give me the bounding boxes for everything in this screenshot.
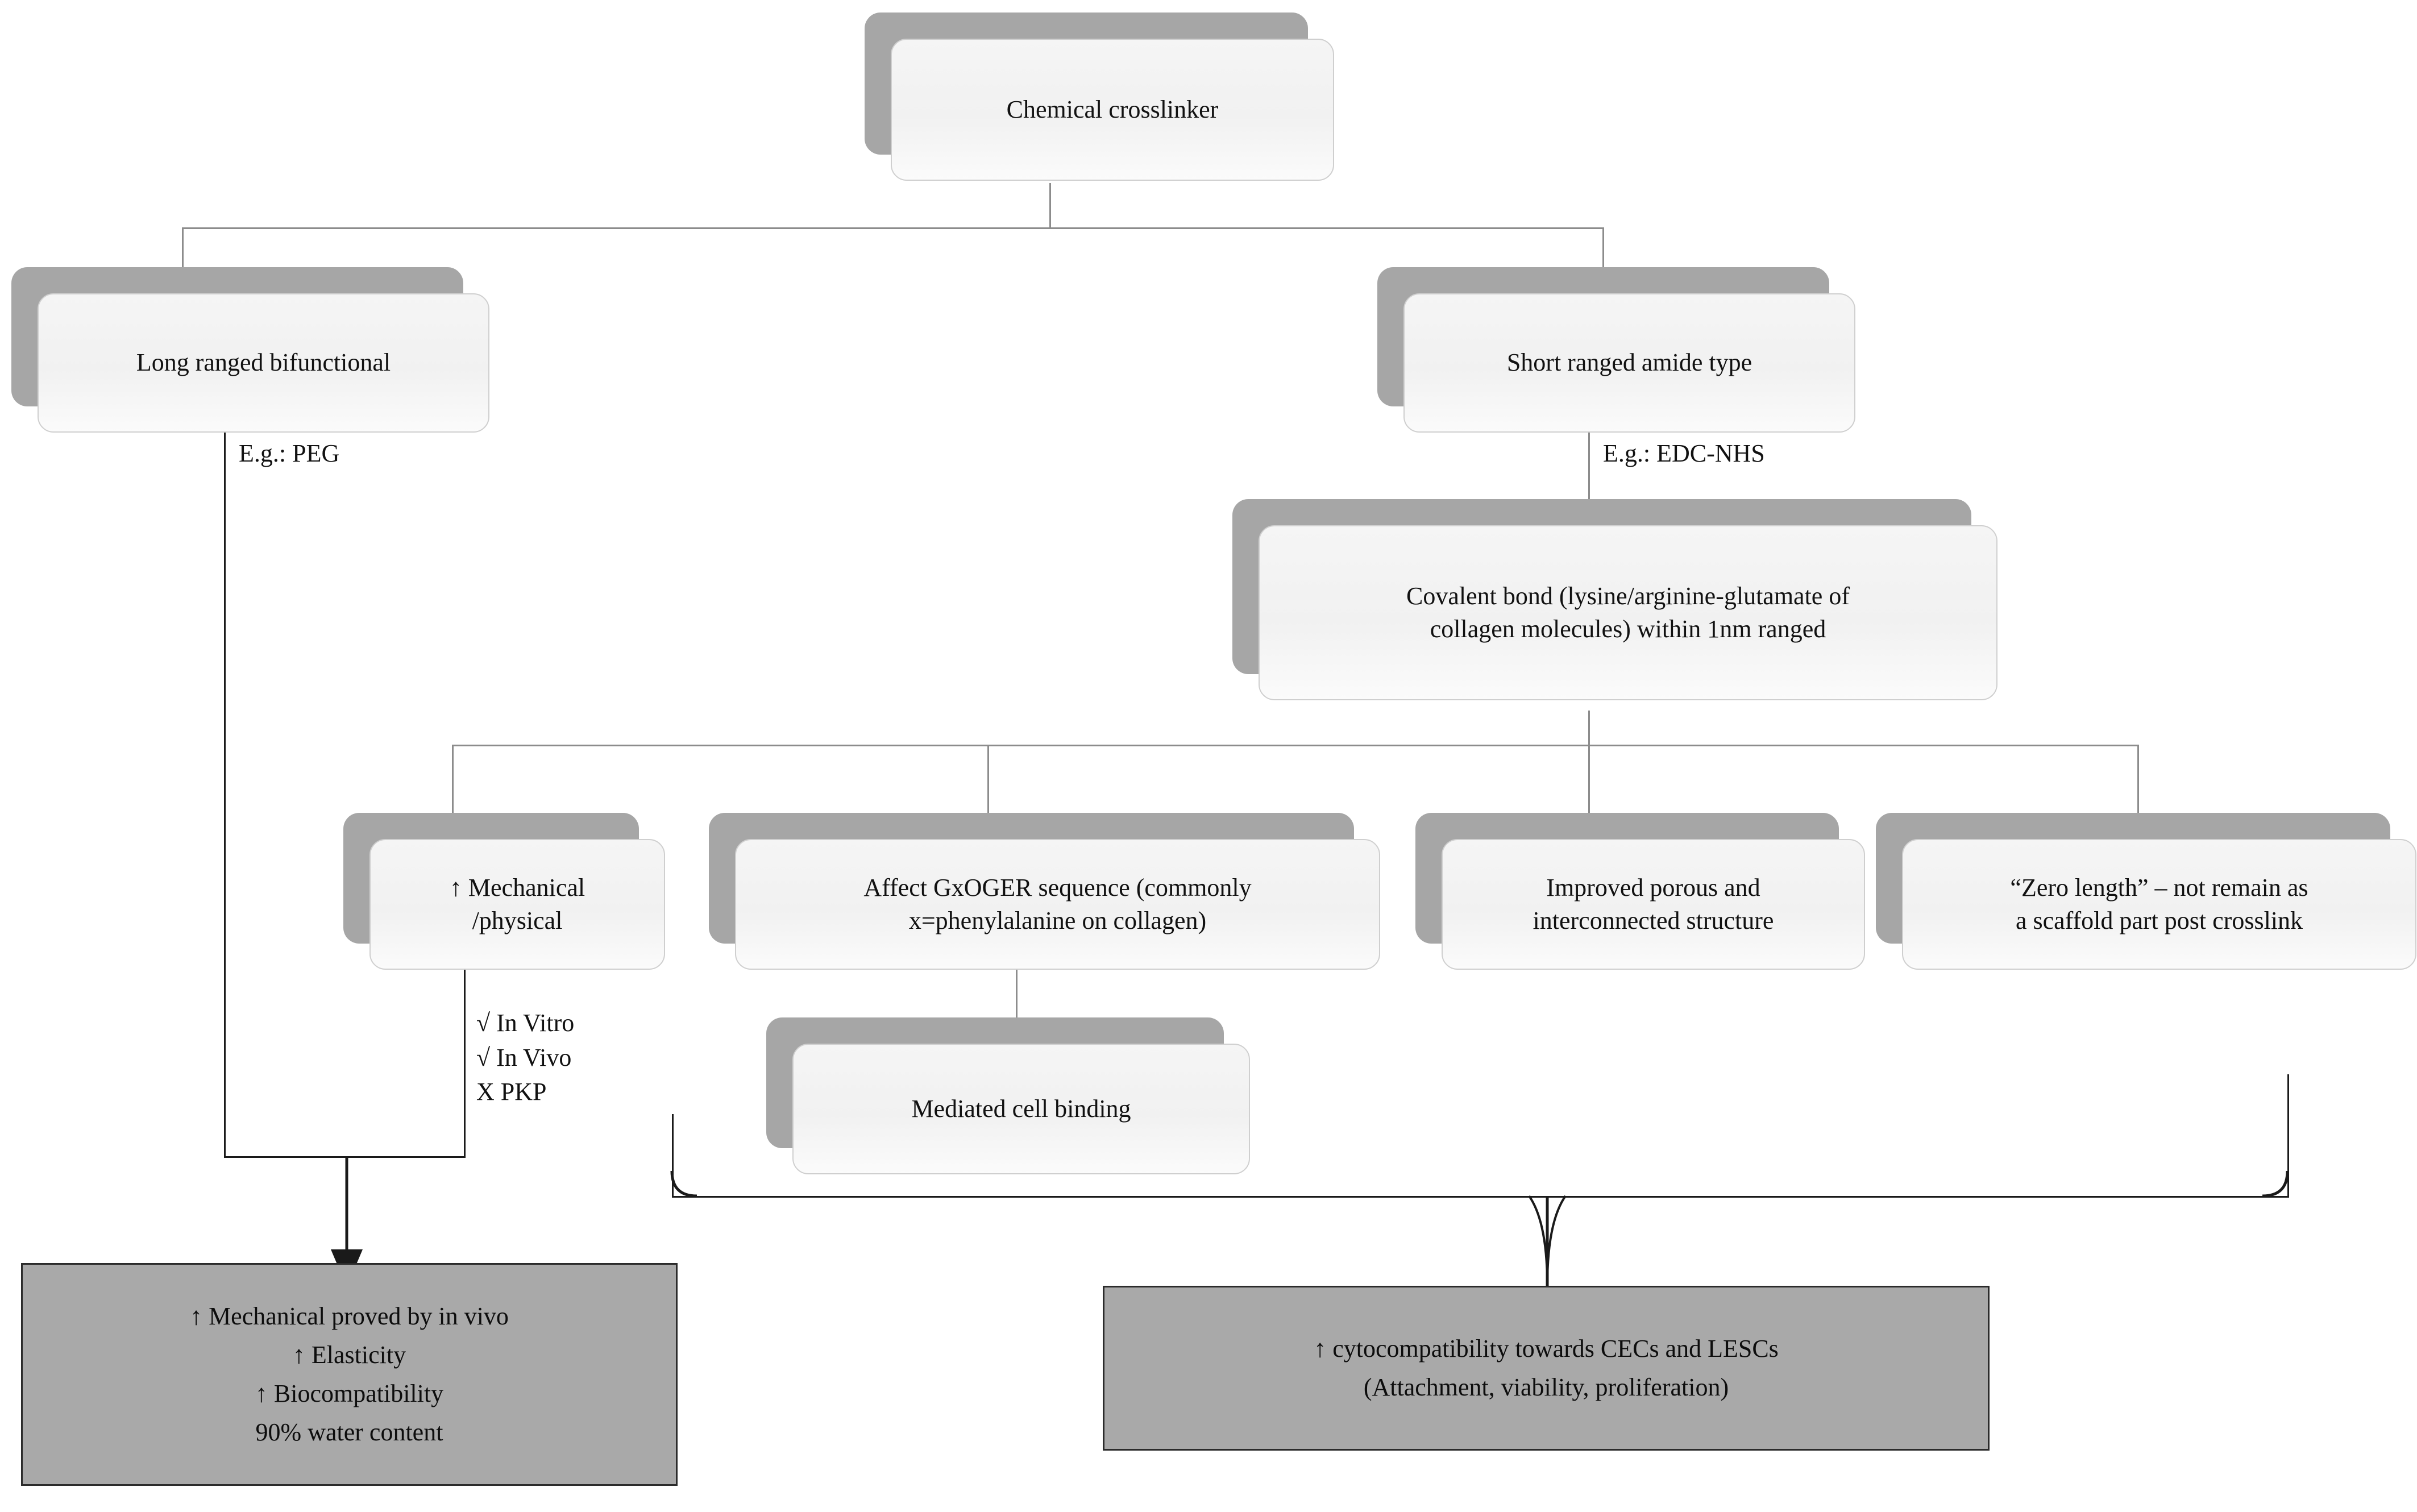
node-covalent-bond[interactable]: Covalent bond (lysine/arginine-glutamate… xyxy=(1232,499,1997,700)
connector-level1-bus xyxy=(182,227,1604,229)
outcome-label: ↑ cytocompatibility towards CECs and LES… xyxy=(1314,1334,1779,1401)
connector-to-gxoger xyxy=(987,745,989,813)
outcome-label: ↑ Mechanical proved by in vivo ↑ Elastic… xyxy=(190,1302,509,1447)
node-label: Mediated cell binding xyxy=(911,1094,1131,1123)
evidence-list: √ In Vitro √ In Vivo X PKP xyxy=(476,1009,575,1106)
node-face xyxy=(1403,293,1855,433)
node-mechanical-physical[interactable]: ↑ Mechanical /physical xyxy=(343,813,665,970)
connector-to-zerolength xyxy=(2137,745,2139,813)
connector-right-merge-bus xyxy=(672,1196,2289,1198)
node-label: Chemical crosslinker xyxy=(1006,95,1219,123)
node-label: “Zero length” – not remain as a scaffold… xyxy=(2010,873,2308,934)
node-label: ↑ Mechanical /physical xyxy=(449,873,585,934)
connector-to-right-branch xyxy=(1602,227,1604,301)
node-label: Improved porous and interconnected struc… xyxy=(1533,873,1774,934)
node-face xyxy=(792,1044,1250,1174)
connector-to-porous xyxy=(1588,745,1590,813)
edge-label-left-example: E.g.: PEG xyxy=(239,439,340,467)
node-face xyxy=(1902,839,2416,970)
connector-covalent-stem xyxy=(1588,711,1590,746)
node-face xyxy=(38,293,489,433)
node-label: Affect GxOGER sequence (commonly x=pheny… xyxy=(863,873,1252,934)
outcome-box-mechanical[interactable]: ↑ Mechanical proved by in vivo ↑ Elastic… xyxy=(21,1263,678,1486)
node-mediated-cell-binding[interactable]: Mediated cell binding xyxy=(766,1017,1250,1174)
node-face xyxy=(1259,525,1997,700)
node-gxoger-sequence[interactable]: Affect GxOGER sequence (commonly x=pheny… xyxy=(709,813,1380,970)
connector-to-left-branch xyxy=(182,227,184,301)
connector-gxoger-to-binding xyxy=(1016,961,1018,1017)
node-label: Long ranged bifunctional xyxy=(136,348,391,377)
connector-left-merge-bus xyxy=(224,1156,466,1158)
node-chemical-crosslinker[interactable]: Chemical crosslinker xyxy=(865,13,1334,181)
edge-label-right-example: E.g.: EDC-NHS xyxy=(1603,439,1765,467)
connector-level3-bus xyxy=(452,745,2139,746)
node-improved-porous-structure[interactable]: Improved porous and interconnected struc… xyxy=(1415,813,1865,970)
node-label: Short ranged amide type xyxy=(1506,348,1752,377)
node-short-ranged-amide-type[interactable]: Short ranged amide type xyxy=(1377,267,1855,433)
node-face xyxy=(735,839,1380,970)
connector-to-mechanical xyxy=(452,745,454,813)
outcome-box-cytocompatibility[interactable]: ↑ cytocompatibility towards CECs and LES… xyxy=(1103,1286,1990,1451)
connector-mediated-riser xyxy=(672,1114,674,1197)
node-face xyxy=(369,839,665,970)
connector-peg-vertical xyxy=(224,432,226,1157)
node-long-ranged-bifunctional[interactable]: Long ranged bifunctional xyxy=(11,267,489,433)
connector-edcnhs-vertical xyxy=(1588,432,1590,505)
node-zero-length[interactable]: “Zero length” – not remain as a scaffold… xyxy=(1876,813,2416,970)
node-label: Covalent bond (lysine/arginine-glutamate… xyxy=(1406,581,1850,643)
connector-zerolength-riser xyxy=(2287,1074,2289,1197)
node-face xyxy=(891,39,1334,181)
connector-root-stem xyxy=(1049,183,1051,229)
node-face xyxy=(1442,839,1865,970)
connector-mechanical-vertical xyxy=(464,944,466,1157)
